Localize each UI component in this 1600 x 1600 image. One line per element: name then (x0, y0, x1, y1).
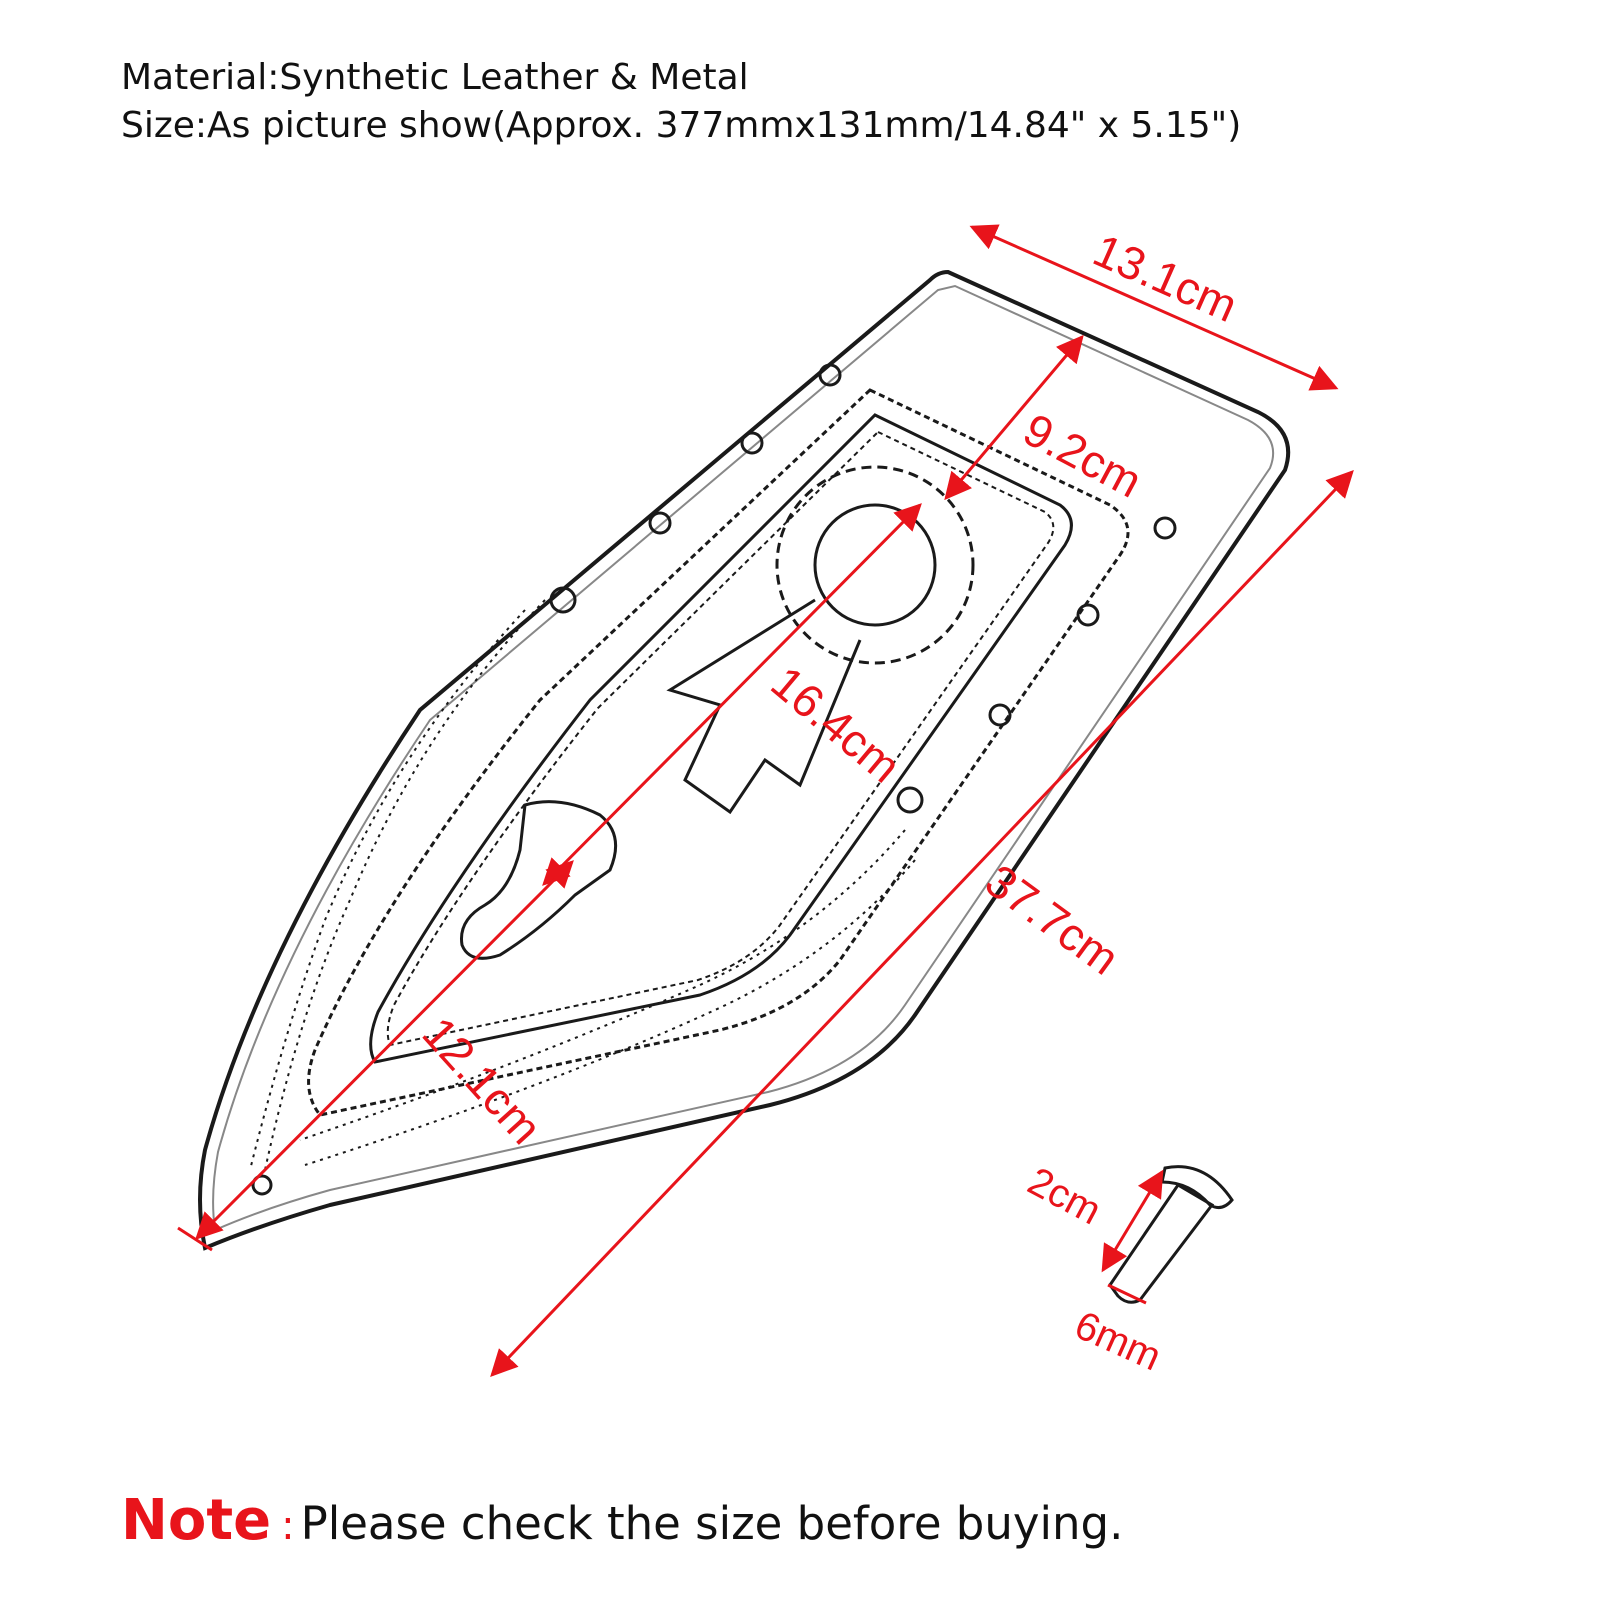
center-length-line (542, 503, 922, 886)
screw-head (1160, 1165, 1234, 1210)
rosette-center (813, 503, 937, 627)
pad-outer-edge-shadow (212, 284, 1275, 1232)
pad-outer-edge (198, 269, 1291, 1251)
screw-diameter-label: 6mm (1068, 1303, 1167, 1379)
buckle (459, 800, 618, 960)
material-spec: Material:Synthetic Leather & Metal (121, 57, 749, 98)
screw-shaft (1108, 1182, 1215, 1304)
total-length-line (490, 470, 1354, 1377)
pad-inner-panel (369, 413, 1073, 1064)
dimension-lines (177, 224, 1354, 1377)
note-text: Please check the size before buying. (300, 1497, 1124, 1550)
screw-length-label: 2cm (1021, 1159, 1108, 1233)
pad-inner-stitch (386, 430, 1055, 1047)
note-label: Note (121, 1488, 272, 1553)
rosette-outer (775, 465, 975, 665)
note-colon: : (281, 1503, 295, 1549)
width-top-label: 13.1cm (1086, 224, 1245, 332)
pad-middle-stitch (307, 388, 1130, 1117)
note-line: Note:Please check the size before buying… (121, 1488, 1123, 1553)
size-spec: Size:As picture show(Approx. 377mmx131mm… (121, 105, 1242, 146)
screw-drawing (1108, 1165, 1234, 1304)
width-top-line (969, 224, 1339, 391)
screw-length-line (1101, 1169, 1164, 1273)
seat-pad-drawing (198, 269, 1291, 1251)
screw-diameter-line (1107, 1283, 1147, 1305)
tip-tick (177, 1226, 213, 1252)
tip-length-line (195, 860, 574, 1240)
total-length-label: 37.7cm (976, 854, 1129, 985)
